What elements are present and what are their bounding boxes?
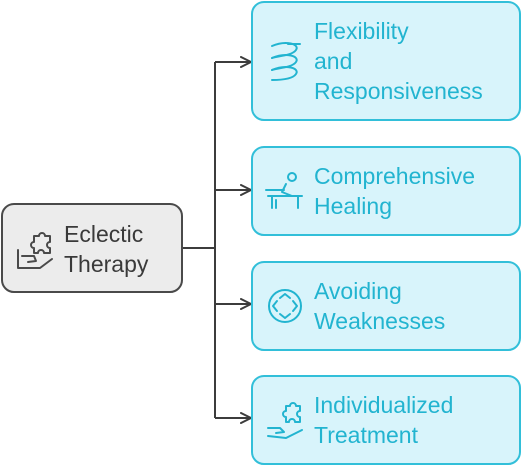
branch-node-box-3 <box>251 261 521 351</box>
branch-node-box-4 <box>251 375 521 465</box>
branch-2-line-1: Comprehensive <box>314 163 476 189</box>
branch-3-line-2: Weaknesses <box>314 308 446 334</box>
puzzle-hand-icon <box>17 232 53 269</box>
branch-node-box-2 <box>251 146 521 236</box>
branch-node-box-1 <box>251 1 521 121</box>
branch-1-line-1: Flexibility <box>314 18 409 44</box>
target-circle-icon <box>268 289 302 323</box>
branch-4-line-1: Individualized <box>314 392 454 418</box>
branch-3-line-1: Avoiding <box>314 278 402 304</box>
branch-2-line-2: Healing <box>314 193 392 219</box>
root-label-line-2: Therapy <box>64 251 149 277</box>
root-node-box <box>1 203 183 293</box>
puzzle-hand-icon <box>267 402 303 439</box>
branch-1-line-2: and <box>314 48 353 74</box>
connector-group <box>182 56 252 424</box>
branch-node-label-4: Individualized Treatment <box>314 390 453 450</box>
branch-4-line-2: Treatment <box>314 422 418 448</box>
massage-table-icon <box>265 172 303 209</box>
branch-node-label-2: Comprehensive Healing <box>314 161 475 221</box>
root-node-label: Eclectic Therapy <box>64 219 148 279</box>
root-label-line-1: Eclectic <box>64 221 144 247</box>
coil-spring-icon <box>271 42 301 81</box>
branch-node-label-3: Avoiding Weaknesses <box>314 276 445 336</box>
branch-node-label-1: Flexibility and Responsiveness <box>314 16 483 106</box>
branch-1-line-3: Responsiveness <box>314 78 483 104</box>
